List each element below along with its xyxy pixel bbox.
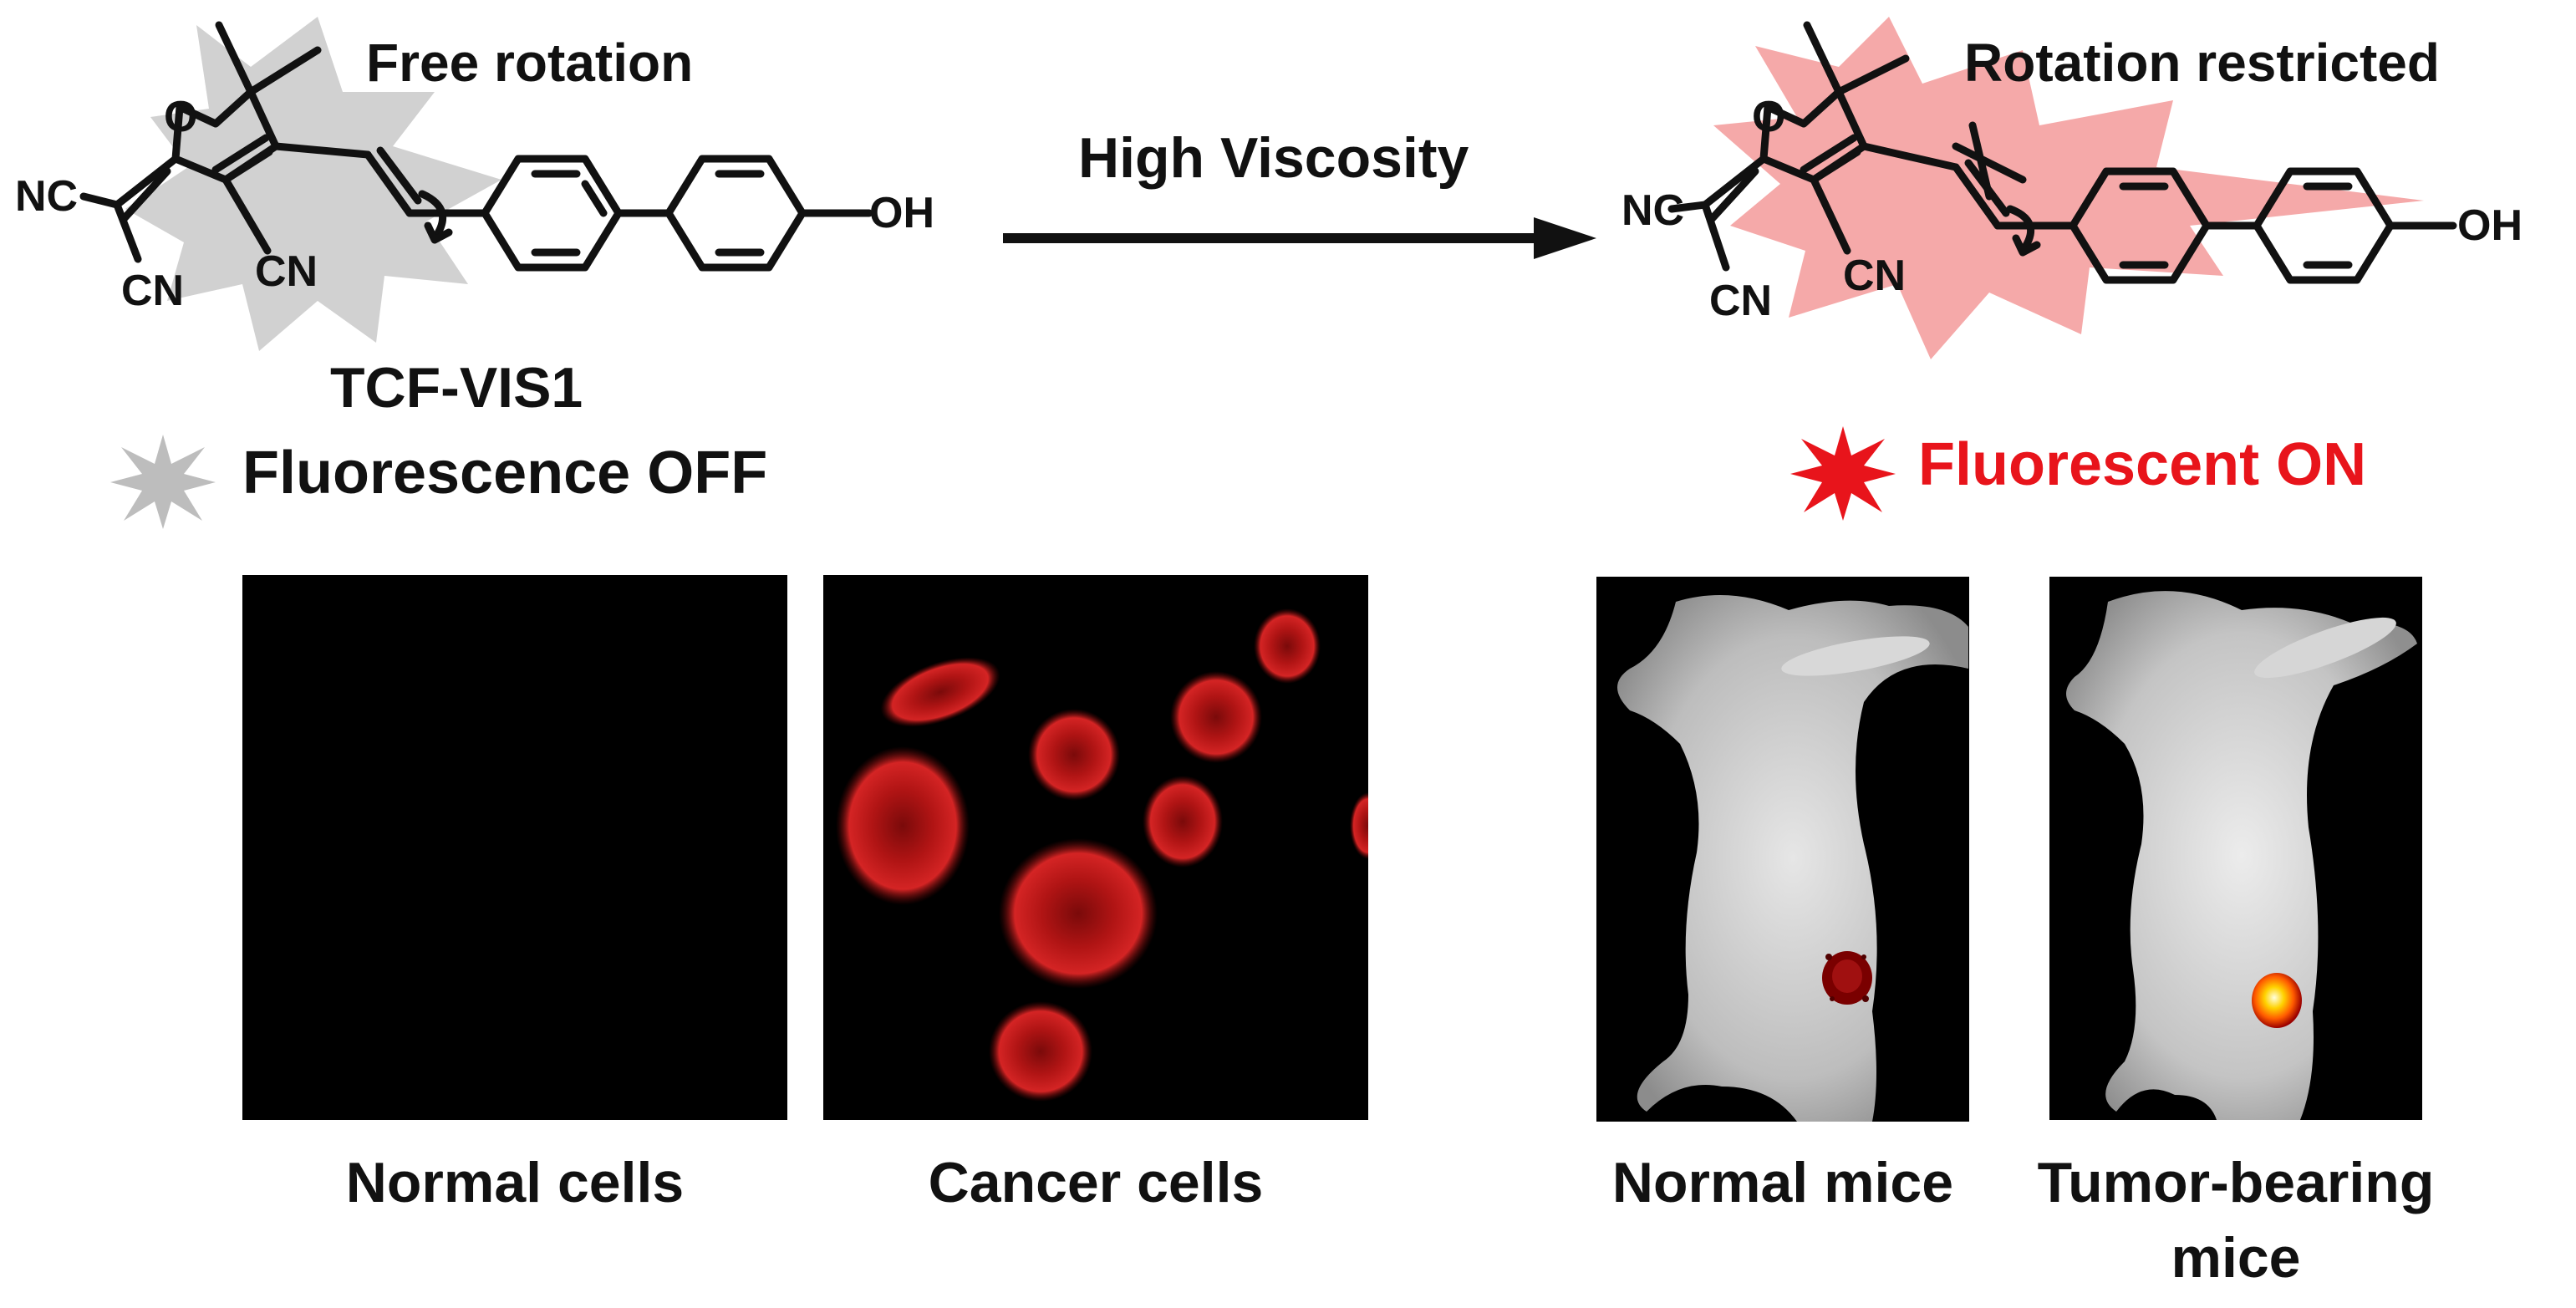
left-molecule (79, 17, 873, 351)
fluorescence-off-icon (110, 435, 216, 529)
caption-cancer-cells: Cancer cells (928, 1151, 1264, 1214)
left-oh-label: OH (869, 189, 934, 237)
cancer-cells-image (823, 575, 1368, 1120)
right-cn-label-1: CN (1709, 277, 1773, 325)
normal-cells-image (242, 575, 787, 1120)
caption-normal-cells: Normal cells (345, 1151, 685, 1214)
left-cn-label-2: CN (255, 247, 318, 296)
right-cn-label-2: CN (1843, 252, 1907, 300)
fluorescent-on-label: Fluorescent ON (1918, 431, 2367, 498)
fluorescence-off-label: Fluorescence OFF (242, 440, 768, 506)
free-rotation-label: Free rotation (366, 33, 694, 93)
right-molecule (1667, 17, 2457, 359)
normal-mouse-graphic (1617, 595, 1968, 1122)
left-burst-shape (125, 17, 501, 351)
tumor-mice-image (2049, 577, 2422, 1120)
normal-mouse-signal (1822, 951, 1872, 1005)
arrow-label: High Viscosity (1078, 126, 1469, 190)
normal-mice-image (1596, 577, 1969, 1122)
fluorescent-on-icon (1790, 426, 1896, 521)
left-o-atom: O (164, 93, 198, 141)
cancer-cells-graphic (836, 608, 1368, 1102)
right-oh-label: OH (2457, 201, 2523, 250)
tumor-mouse-graphic (2066, 591, 2417, 1120)
left-nc-label: NC (15, 172, 79, 221)
caption-tumor-mice-line1: Tumor-bearing (2037, 1151, 2435, 1214)
tumor-signal (2252, 973, 2302, 1028)
probe-name: TCF-VIS1 (330, 356, 583, 420)
right-nc-label: NC (1621, 186, 1685, 235)
reaction-arrow (1003, 217, 1596, 259)
right-burst-shape (1713, 17, 2424, 359)
caption-tumor-mice-line2: mice (2171, 1226, 2301, 1290)
caption-normal-mice: Normal mice (1611, 1151, 1954, 1214)
rotation-restricted-label: Rotation restricted (1964, 33, 2440, 93)
left-cn-label-1: CN (121, 267, 185, 315)
right-o-atom: O (1752, 93, 1786, 141)
